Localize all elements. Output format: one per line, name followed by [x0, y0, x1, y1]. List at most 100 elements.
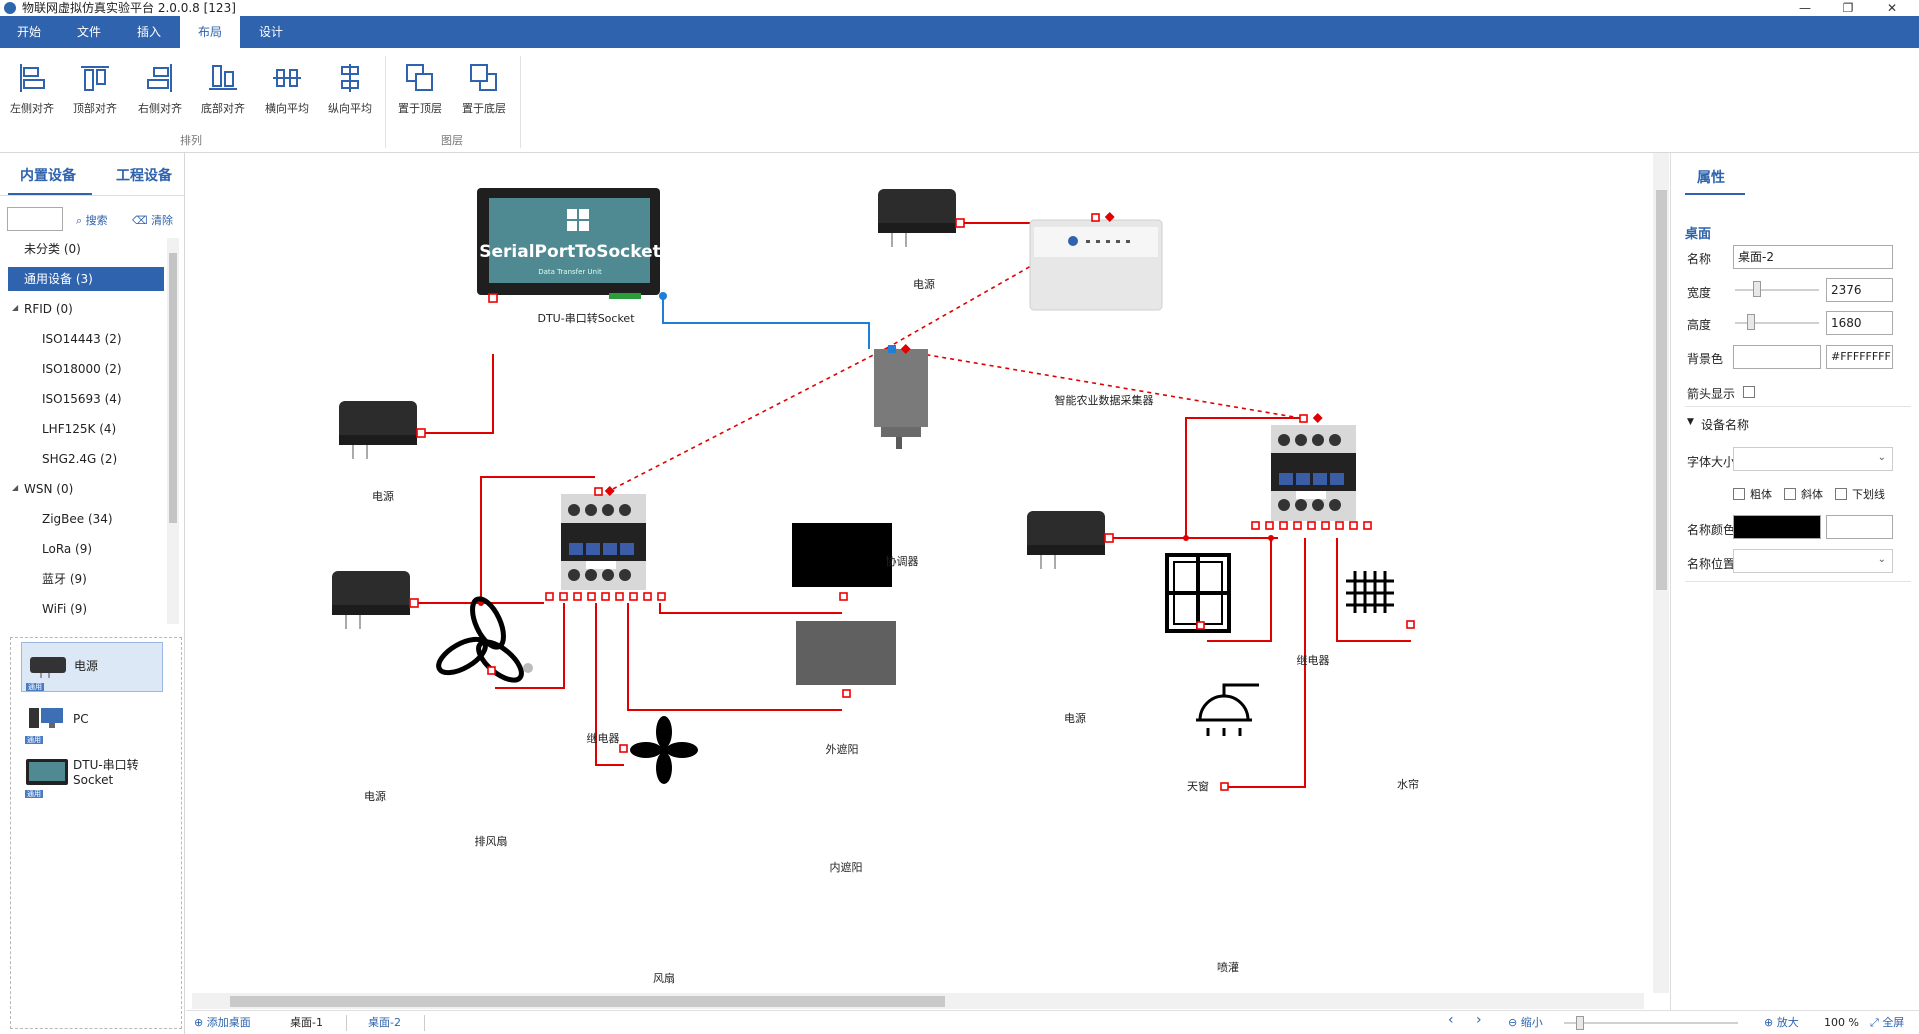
tab-start[interactable]: 开始 — [16, 25, 41, 39]
power-adapter-2[interactable] — [878, 189, 965, 247]
fullscreen-button[interactable]: ⤢ 全屏 — [1870, 1015, 1904, 1031]
coordinator-device[interactable] — [874, 344, 928, 449]
data-collector-device[interactable] — [1029, 212, 1163, 311]
dtu-screen-title: SerialPortToSocket — [479, 242, 660, 262]
canvas-drawing: SerialPortToSocket Data Transfer Unit — [332, 188, 1415, 791]
italic-checkbox[interactable] — [1784, 488, 1796, 500]
exhaust-fan-knob — [523, 663, 533, 673]
name-color-input[interactable] — [1826, 515, 1893, 539]
clear-button[interactable]: ⌫ 清除 — [132, 212, 173, 228]
divider — [1685, 406, 1911, 407]
font-size-select[interactable]: ⌄ — [1733, 447, 1893, 471]
align-right-icon — [147, 64, 172, 92]
distribute-vertical-button[interactable]: 纵向平均 — [320, 58, 380, 120]
align-bottom-button[interactable]: 底部对齐 — [193, 58, 253, 120]
height-slider[interactable] — [1747, 314, 1755, 330]
distribute-horizontal-button[interactable]: 横向平均 — [257, 58, 317, 120]
tree-item-iso18000[interactable]: ISO18000 (2) — [42, 362, 122, 376]
width-input[interactable]: 2376 — [1826, 278, 1893, 302]
bring-to-front-button[interactable]: 置于顶层 — [390, 58, 450, 120]
design-canvas[interactable]: SerialPortToSocket Data Transfer Unit — [186, 153, 1653, 993]
align-left-icon — [20, 64, 45, 92]
label-outer-shade: 外遮阳 — [825, 743, 859, 756]
tab-desktop-1[interactable]: 桌面-1 — [290, 1016, 323, 1029]
bgcolor-swatch[interactable] — [1733, 345, 1821, 369]
send-to-back-button[interactable]: 置于底层 — [454, 58, 514, 120]
add-desktop-label: 添加桌面 — [206, 1016, 251, 1029]
tree-item-bluetooth[interactable]: 蓝牙 (9) — [42, 572, 87, 586]
height-input[interactable]: 1680 — [1826, 311, 1893, 335]
device-search-input[interactable] — [7, 207, 63, 231]
prev-desktop-button[interactable]: ‹ — [1448, 1012, 1454, 1028]
water-curtain-device[interactable] — [1346, 571, 1394, 613]
expand-triangle-icon[interactable]: ◢ — [12, 483, 19, 492]
collapse-triangle-icon[interactable]: ▼ — [1687, 417, 1694, 427]
arrow-display-checkbox[interactable] — [1743, 386, 1755, 398]
underline-checkbox[interactable] — [1835, 488, 1847, 500]
outer-shade-device[interactable] — [792, 523, 892, 601]
palette-item-dtu[interactable]: DTU-串口转 Socket 通用 — [21, 750, 163, 800]
window-title: 物联网虚拟仿真实验平台 2.0.0.8 [123] — [22, 1, 236, 15]
tree-item-shg24g[interactable]: SHG2.4G (2) — [42, 452, 118, 466]
power-adapter-1[interactable] — [339, 401, 426, 459]
sprinkler-device[interactable] — [1196, 683, 1259, 736]
inner-shade-device[interactable] — [796, 621, 896, 698]
tree-item-lhf125k[interactable]: LHF125K (4) — [42, 422, 117, 436]
divider — [346, 1015, 347, 1031]
align-top-button[interactable]: 顶部对齐 — [65, 58, 125, 120]
bgcolor-input[interactable]: #FFFFFFFF — [1826, 345, 1893, 369]
ribbon-panel: 左侧对齐 顶部对齐 右侧对齐 底部对齐 横向平均 纵向平均 置于顶层 — [0, 48, 1919, 153]
tree-item-general-devices[interactable]: 通用设备 (3) — [8, 267, 164, 291]
search-button[interactable]: ⌕ 搜索 — [76, 212, 108, 228]
zoom-out-button[interactable]: ⊖ 缩小 — [1508, 1015, 1543, 1031]
exhaust-fan-device[interactable] — [433, 594, 527, 687]
tree-item-wifi[interactable]: WiFi (9) — [42, 602, 88, 616]
fan-device[interactable] — [630, 716, 698, 784]
power-adapter-4[interactable] — [1027, 511, 1114, 569]
tree-item-zigbee[interactable]: ZigBee (34) — [42, 512, 113, 526]
add-desktop-button[interactable]: ⊕ 添加桌面 — [194, 1015, 251, 1031]
tree-item-rfid[interactable]: RFID (0) — [24, 302, 73, 316]
tab-desktop-2[interactable]: 桌面-2 — [368, 1016, 401, 1029]
name-color-swatch[interactable] — [1733, 515, 1821, 539]
minimize-button[interactable]: — — [1799, 1, 1811, 15]
name-position-select[interactable]: ⌄ — [1733, 549, 1893, 573]
tab-layout[interactable]: 布局 — [180, 16, 240, 48]
tree-scrollbar-thumb[interactable] — [169, 253, 177, 523]
tab-properties[interactable]: 属性 — [1697, 170, 1725, 186]
align-left-button[interactable]: 左侧对齐 — [2, 58, 62, 120]
palette-item-pc[interactable]: PC 通用 — [21, 696, 163, 746]
tree-item-iso14443[interactable]: ISO14443 (2) — [42, 332, 122, 346]
next-desktop-button[interactable]: › — [1476, 1012, 1482, 1028]
zoom-in-button[interactable]: ⊕ 放大 — [1764, 1015, 1799, 1031]
canvas-vertical-scroll-thumb[interactable] — [1656, 190, 1667, 590]
tab-design[interactable]: 设计 — [258, 25, 283, 39]
power-adapter-3[interactable] — [332, 571, 419, 629]
label-skylight: 天窗 — [1187, 780, 1209, 793]
maximize-button[interactable]: ❐ — [1842, 1, 1854, 15]
tree-item-iso15693[interactable]: ISO15693 (4) — [42, 392, 122, 406]
canvas-horizontal-scroll-thumb[interactable] — [230, 996, 945, 1007]
search-icon: ⌕ — [76, 214, 83, 227]
name-input[interactable]: 桌面-2 — [1733, 245, 1893, 269]
relay-2-device[interactable] — [1251, 413, 1372, 530]
zoom-slider[interactable] — [1576, 1016, 1584, 1030]
tree-item-lora[interactable]: LoRa (9) — [42, 542, 93, 556]
label-width: 宽度 — [1687, 286, 1712, 300]
relay-1-device[interactable] — [545, 486, 666, 601]
palette-item-power[interactable]: 电源 通用 — [21, 642, 163, 692]
tab-builtin-devices[interactable]: 内置设备 — [20, 168, 76, 184]
tab-insert[interactable]: 插入 — [136, 25, 161, 39]
dtu-device[interactable]: SerialPortToSocket Data Transfer Unit — [477, 188, 667, 303]
close-button[interactable]: ✕ — [1886, 1, 1898, 15]
align-right-button[interactable]: 右侧对齐 — [130, 58, 190, 120]
tree-item-wsn[interactable]: WSN (0) — [24, 482, 74, 496]
bold-checkbox[interactable] — [1733, 488, 1745, 500]
width-slider[interactable] — [1753, 281, 1761, 297]
tree-item-uncategorized[interactable]: 未分类 (0) — [24, 242, 81, 256]
tab-project-devices[interactable]: 工程设备 — [116, 168, 172, 184]
expand-triangle-icon[interactable]: ◢ — [12, 303, 19, 312]
zoom-value: 100 % — [1824, 1016, 1859, 1029]
skylight-device[interactable] — [1165, 553, 1231, 633]
tab-file[interactable]: 文件 — [76, 25, 101, 39]
